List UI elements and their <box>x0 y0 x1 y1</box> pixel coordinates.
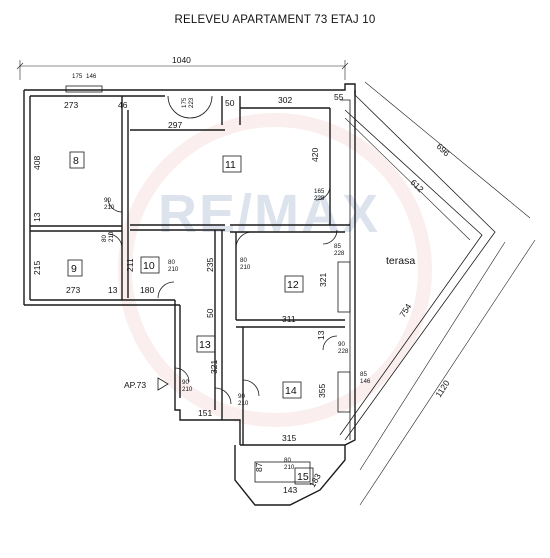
dim-13-mid: 13 <box>108 285 118 295</box>
dim-408: 408 <box>32 156 42 170</box>
plan-title: RELEVEU APARTAMENT 73 ETAJ 10 <box>174 14 376 26</box>
dim-1120: 1120 <box>433 378 451 399</box>
room-15: 15 <box>297 471 309 483</box>
dim-321-12: 321 <box>318 273 328 287</box>
dim-696: 696 <box>435 141 452 158</box>
dim-302: 302 <box>278 95 292 105</box>
entry-arrow-icon <box>157 377 169 391</box>
interior-walls <box>30 96 351 483</box>
room-10: 10 <box>143 260 155 272</box>
apartment-entry: AP.73 <box>124 377 169 391</box>
dim-46: 46 <box>118 100 128 110</box>
dim-273-bottom: 273 <box>66 285 80 295</box>
door-main-entry: 175223 <box>181 97 195 108</box>
room-11: 11 <box>225 159 236 171</box>
dim-total-width: 1040 <box>172 55 191 65</box>
room-9: 9 <box>71 263 77 275</box>
dimension-labels: 273 175 146 46 297 50 302 55 420 408 13 … <box>32 73 452 495</box>
dim-183: 183 <box>307 471 323 489</box>
dim-55: 55 <box>334 92 344 102</box>
dim-180: 180 <box>140 285 154 295</box>
top-dimension: 1040 <box>16 55 349 80</box>
outer-walls <box>23 83 356 506</box>
room-labels: 8 9 10 11 12 13 14 15 <box>67 151 314 485</box>
dim-50: 50 <box>225 98 235 108</box>
dim-355: 355 <box>317 384 327 398</box>
watermark-text: RE/MAX <box>158 184 380 244</box>
dim-321-13: 321 <box>209 360 219 374</box>
room-14: 14 <box>285 385 297 397</box>
dim-420: 420 <box>310 148 320 162</box>
dim-315: 315 <box>282 433 296 443</box>
room-8: 8 <box>73 155 79 167</box>
dim-87: 87 <box>254 462 264 472</box>
terrace-label: terasa <box>386 255 415 267</box>
apartment-label: AP.73 <box>124 380 146 390</box>
remax-watermark: RE/MAX <box>118 113 432 427</box>
dim-window-146: 146 <box>86 73 97 80</box>
door-swings <box>107 95 338 405</box>
room-12: 12 <box>287 279 299 291</box>
dim-612: 612 <box>409 177 426 194</box>
dim-311: 311 <box>282 314 296 324</box>
room-13: 13 <box>199 339 211 351</box>
dim-50-13: 50 <box>205 308 215 318</box>
dim-143: 143 <box>283 485 297 495</box>
terrace-outline <box>339 81 536 506</box>
dim-13-14: 13 <box>316 330 326 340</box>
dim-297: 297 <box>168 120 182 130</box>
dim-window-175: 175 <box>72 73 83 80</box>
door-room9: 80210 <box>101 231 115 242</box>
dim-211: 211 <box>125 258 135 272</box>
dim-151: 151 <box>198 408 212 418</box>
dim-13-left: 13 <box>32 212 42 222</box>
dim-215: 215 <box>32 261 42 275</box>
dim-235: 235 <box>205 258 215 272</box>
dim-273-top: 273 <box>64 100 78 110</box>
